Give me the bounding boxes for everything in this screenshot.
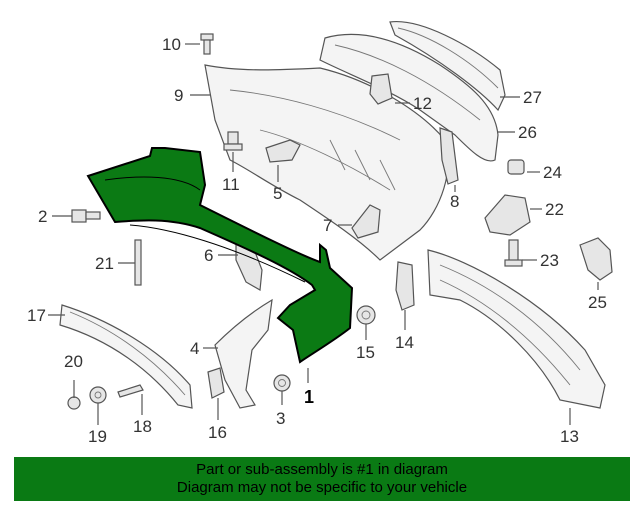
leader-lines — [48, 43, 599, 425]
banner-line-1: Part or sub-assembly is #1 in diagram — [196, 461, 448, 478]
label-19: 19 — [88, 427, 107, 446]
part-15-nut[interactable] — [356, 305, 376, 325]
label-4: 4 — [190, 339, 199, 358]
part-13-impact-beam[interactable] — [427, 249, 606, 409]
part-16-bracket[interactable] — [207, 367, 225, 399]
label-13: 13 — [560, 427, 579, 446]
part-7-bracket[interactable] — [351, 204, 381, 239]
label-3: 3 — [276, 409, 285, 428]
part-8-bracket[interactable] — [439, 127, 459, 185]
part-3-nut[interactable] — [273, 374, 291, 392]
label-22: 22 — [545, 200, 564, 219]
label-18: 18 — [133, 417, 152, 436]
label-27: 27 — [523, 88, 542, 107]
label-17: 17 — [27, 306, 46, 325]
label-24: 24 — [543, 163, 562, 182]
label-16: 16 — [208, 423, 227, 442]
label-15: 15 — [356, 343, 375, 362]
part-22-bracket[interactable] — [484, 194, 531, 236]
banner-line-2: Diagram may not be specific to your vehi… — [176, 479, 468, 496]
label-9: 9 — [174, 86, 183, 105]
label-23: 23 — [540, 251, 559, 270]
info-banner: Part or sub-assembly is #1 in diagram Di… — [14, 457, 630, 501]
part-11-clip[interactable] — [223, 131, 243, 151]
part-4-bracket[interactable] — [214, 298, 273, 409]
label-14: 14 — [395, 333, 414, 352]
part-5-bracket[interactable] — [265, 139, 301, 163]
label-8: 8 — [450, 192, 459, 211]
part-10-push-pin[interactable] — [200, 33, 214, 55]
label-20: 20 — [64, 352, 83, 371]
part-1-bumper-cover-highlighted[interactable] — [86, 147, 354, 364]
part-18-bolt[interactable] — [117, 384, 144, 398]
label-11: 11 — [222, 175, 240, 194]
part-12-bracket[interactable] — [369, 73, 393, 105]
label-5: 5 — [273, 184, 282, 203]
part-27-trim-strip[interactable] — [389, 21, 506, 112]
label-2: 2 — [38, 207, 47, 226]
part-2-screw[interactable] — [71, 209, 101, 223]
part-19-washer[interactable] — [89, 386, 107, 404]
parts-diagram: 10 9 12 27 26 11 5 8 24 22 23 25 2 21 6 … — [27, 21, 613, 446]
part-9-diffuser[interactable] — [204, 64, 449, 261]
part-23-bolt[interactable] — [504, 239, 523, 267]
part-20-nut[interactable] — [67, 396, 81, 410]
label-21: 21 — [95, 254, 114, 273]
part-24-clip[interactable] — [507, 159, 525, 175]
part-14-plate[interactable] — [395, 261, 415, 311]
label-10: 10 — [162, 35, 181, 54]
label-7: 7 — [323, 216, 332, 235]
label-25: 25 — [588, 293, 607, 312]
part-25-bracket[interactable] — [579, 237, 613, 281]
label-26: 26 — [518, 123, 537, 142]
label-1: 1 — [304, 387, 314, 407]
part-21-stud[interactable] — [134, 239, 142, 286]
label-12: 12 — [413, 94, 432, 113]
part-17-absorber[interactable] — [59, 304, 193, 409]
label-6: 6 — [204, 246, 213, 265]
